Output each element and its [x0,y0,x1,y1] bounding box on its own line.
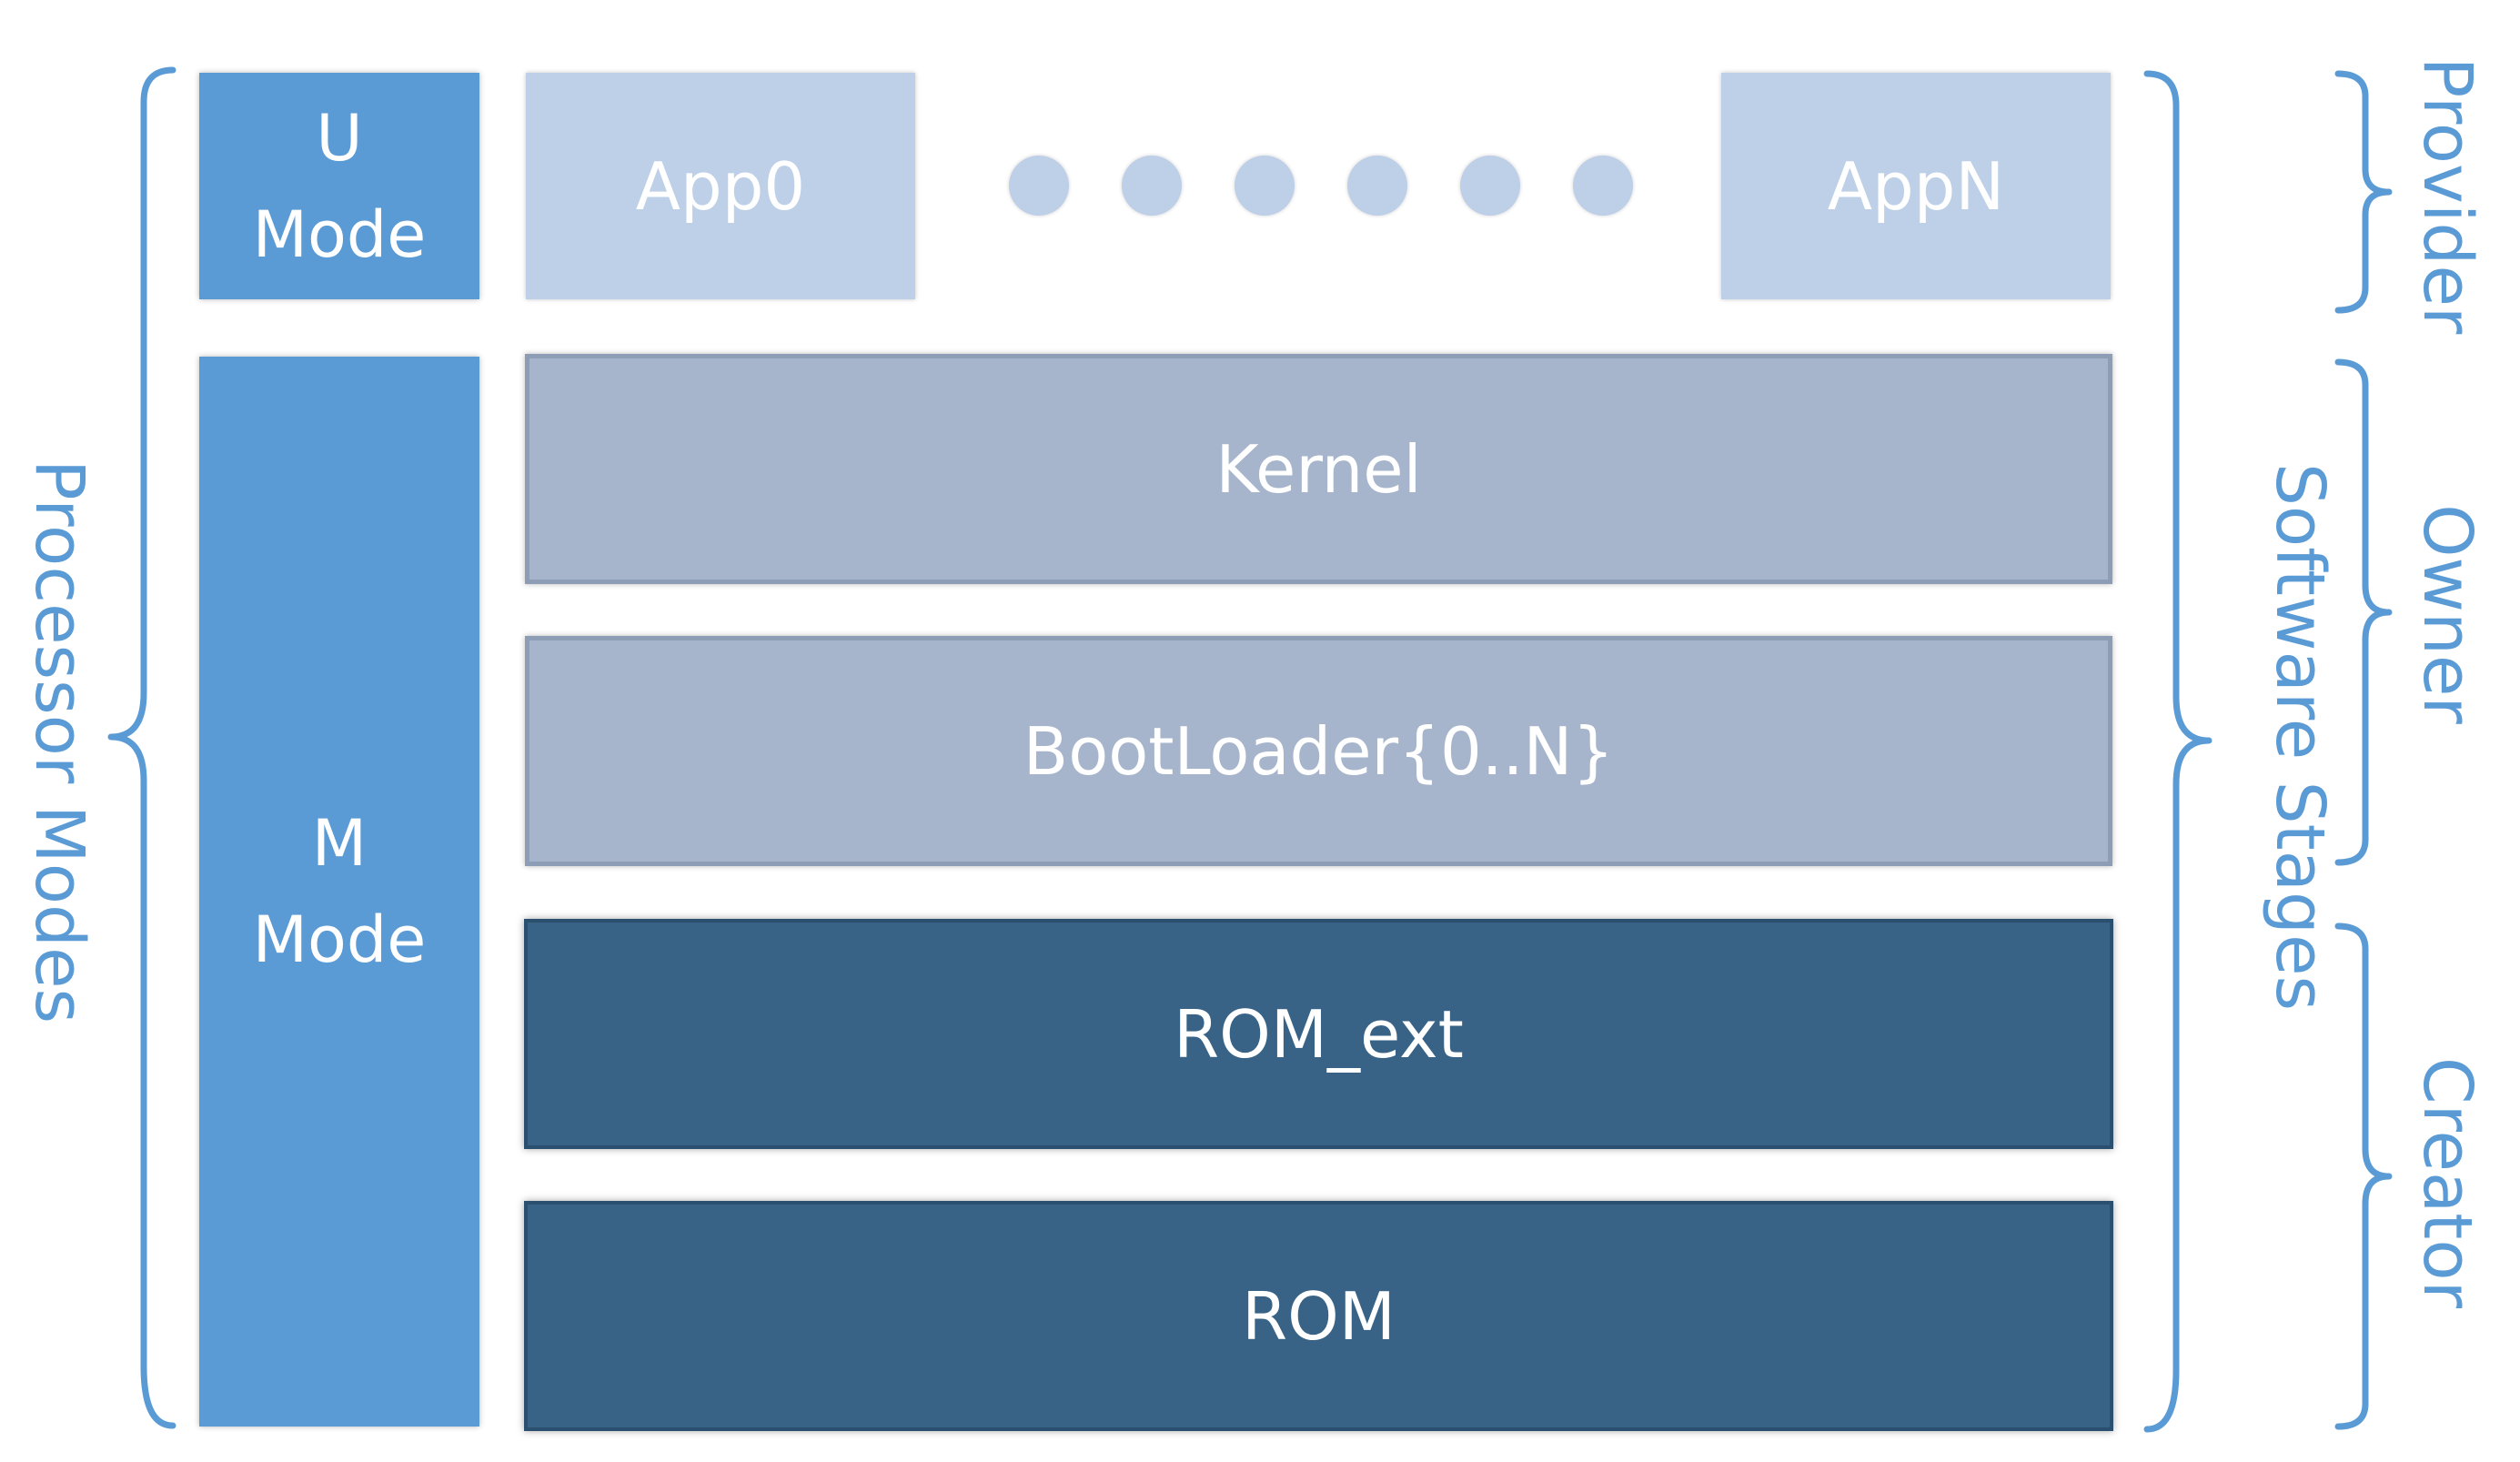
creator-brace [2334,923,2393,1430]
ellipsis-dot [1573,156,1633,216]
u-mode-line1: U [316,100,363,176]
bootloader-label: BootLoader{0..N} [1023,712,1615,790]
rom-label: ROM [1242,1277,1396,1355]
u-mode-line2: Mode [252,197,427,272]
appn-box: AppN [1721,73,2111,299]
kernel-box: Kernel [525,354,2112,584]
appn-label: AppN [1827,147,2005,225]
ellipsis-dot [1347,156,1407,216]
ellipsis-dot [1122,156,1182,216]
kernel-label: Kernel [1215,430,1422,508]
ellipsis-dot [1009,156,1069,216]
software-stages-brace [2143,70,2213,1433]
m-mode-line1: M [311,806,368,881]
owner-label: Owner [2408,504,2486,724]
app0-label: App0 [635,147,806,225]
app0-box: App0 [526,73,915,299]
m-mode-box: M Mode [199,357,479,1427]
creator-label: Creator [2408,1056,2486,1309]
rom-ext-box: ROM_ext [524,919,2113,1149]
processor-modes-brace [107,66,176,1429]
ellipsis-dot [1235,156,1295,216]
processor-modes-label: Processor Modes [20,459,98,1024]
provider-label: Provider [2408,56,2486,335]
rom-box: ROM [524,1201,2113,1431]
provider-brace [2334,70,2393,314]
ellipsis-dot [1460,156,1520,216]
bootloader-box: BootLoader{0..N} [525,636,2112,866]
rom-ext-label: ROM_ext [1174,995,1464,1073]
owner-brace [2334,358,2393,866]
m-mode-line2: Mode [252,902,427,977]
u-mode-box: U Mode [199,73,479,299]
